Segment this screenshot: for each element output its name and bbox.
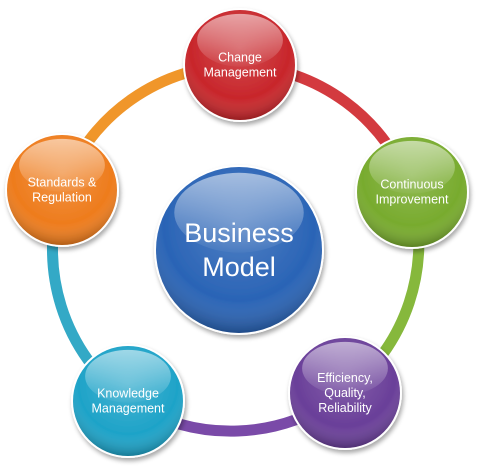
- node-knowledge-management: [71, 344, 185, 458]
- center-label-line-2: Model: [202, 252, 276, 282]
- node-label-change-management-line-1: Change: [218, 51, 262, 65]
- node-label-change-management-line-2: Management: [204, 66, 277, 80]
- node-continuous-improvement: [355, 135, 469, 249]
- node-label-standards-regulation-line-2: Regulation: [32, 191, 92, 205]
- node-label-efficiency-line-2: Quality,: [324, 386, 365, 400]
- node-label-continuous-improvement-line-2: Improvement: [376, 193, 449, 207]
- center-circle: [154, 165, 324, 335]
- node-efficiency: [288, 336, 402, 450]
- outer-nodes: ChangeManagementContinuousImprovementEff…: [5, 8, 469, 458]
- node-standards-regulation: [5, 133, 119, 247]
- node-label-efficiency-line-3: Reliability: [318, 401, 372, 415]
- node-change-management: [183, 8, 297, 122]
- node-label-standards-regulation-line-1: Standards &: [28, 176, 97, 190]
- node-label-knowledge-management-line-1: Knowledge: [97, 387, 159, 401]
- node-label-continuous-improvement-line-1: Continuous: [380, 178, 443, 192]
- node-label-knowledge-management-line-2: Management: [92, 402, 165, 416]
- center-label-line-1: Business: [184, 218, 294, 248]
- node-label-efficiency-line-1: Efficiency,: [317, 371, 373, 385]
